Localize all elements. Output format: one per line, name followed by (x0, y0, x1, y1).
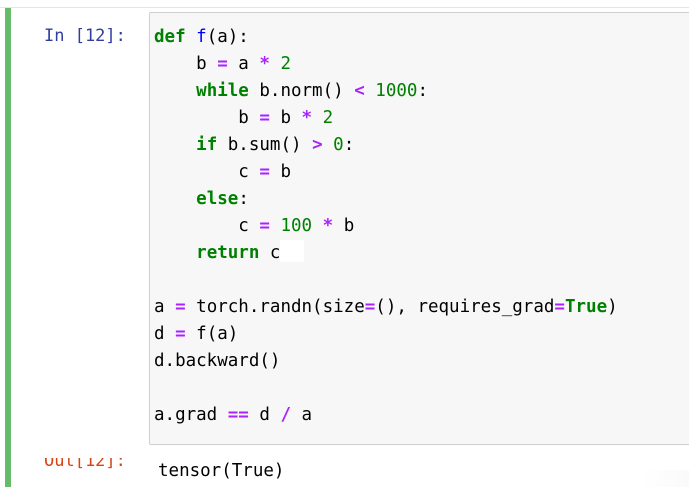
output-prompt: Out[12]: (44, 458, 126, 474)
code-operator: = (554, 297, 565, 317)
code-operator: == (227, 405, 249, 425)
code-operator: = (175, 297, 186, 317)
code-operator: * (259, 54, 270, 74)
code-token (323, 135, 334, 155)
text-cursor-highlight (280, 240, 305, 262)
code-operator: * (301, 108, 313, 128)
code-number: 2 (322, 108, 334, 128)
code-token: torch.randn(size (185, 297, 365, 317)
cell-output: tensor(True) (158, 461, 285, 481)
code-token: b (333, 216, 355, 236)
code-token (270, 216, 281, 236)
output-prompt-label: Out[12]: (44, 458, 126, 471)
code-line[interactable]: else: (154, 186, 618, 213)
code-token (365, 81, 376, 101)
code-token: d (248, 405, 281, 425)
code-token: c (154, 216, 260, 236)
code-keyword: else (196, 189, 239, 209)
code-editor[interactable]: def f(a): b = a * 2 while b.norm() < 100… (149, 12, 689, 445)
code-token: c (154, 162, 260, 182)
code-line[interactable]: while b.norm() < 1000: (154, 78, 618, 105)
code-function-name: f (196, 27, 207, 47)
code-line[interactable]: return c (154, 240, 618, 267)
code-token (186, 27, 197, 47)
code-keyword: def (154, 27, 186, 47)
code-keyword: True (564, 297, 608, 317)
code-line[interactable]: c = b (154, 159, 618, 186)
code-keyword: if (196, 135, 218, 155)
code-token: (a): (206, 27, 249, 47)
code-operator: > (312, 135, 323, 155)
code-keyword: return (196, 243, 260, 263)
code-token: ) (607, 297, 618, 317)
code-number: 0 (333, 135, 344, 155)
corner-shadow (640, 470, 689, 487)
code-line[interactable]: b = a * 2 (154, 51, 618, 78)
code-line[interactable] (154, 375, 618, 402)
code-operator: * (322, 216, 334, 236)
code-token: c (259, 243, 281, 263)
code-token (312, 108, 323, 128)
code-token: b (269, 162, 291, 182)
code-token (312, 216, 323, 236)
code-line[interactable]: def f(a): (154, 24, 618, 51)
code-text[interactable]: def f(a): b = a * 2 while b.norm() < 100… (154, 24, 618, 429)
code-line[interactable]: a = torch.randn(size=(), requires_grad=T… (154, 294, 618, 321)
code-operator: = (217, 54, 228, 74)
code-token: d.backward() (154, 351, 281, 371)
code-line[interactable]: b = b * 2 (154, 105, 618, 132)
code-token: a (227, 54, 260, 74)
code-operator: = (364, 297, 376, 317)
code-line[interactable]: d.backward() (154, 348, 618, 375)
code-token: (), requires_grad (375, 297, 555, 317)
code-token (154, 243, 196, 263)
code-token: a (291, 405, 313, 425)
code-token: b (154, 108, 260, 128)
previous-cell-border (0, 0, 689, 8)
code-number: 1000 (375, 81, 418, 101)
input-prompt: In [12]: (44, 26, 126, 46)
code-token: : (343, 135, 355, 155)
code-operator: / (280, 405, 291, 425)
code-operator: < (354, 81, 365, 101)
code-token: a (154, 297, 176, 317)
code-line[interactable]: a.grad == d / a (154, 402, 618, 429)
code-token: : (238, 189, 249, 209)
code-operator: = (259, 162, 270, 182)
cell-selection-bar[interactable] (5, 8, 11, 487)
code-line[interactable]: c = 100 * b (154, 213, 618, 240)
code-token: d (154, 324, 176, 344)
code-number: 2 (280, 54, 292, 74)
code-token (154, 81, 196, 101)
code-token: f(a) (185, 324, 239, 344)
code-line[interactable]: if b.sum() > 0: (154, 132, 618, 159)
code-operator: = (175, 324, 186, 344)
code-line[interactable]: d = f(a) (154, 321, 618, 348)
code-operator: = (259, 216, 270, 236)
code-token: b.norm() (248, 81, 355, 101)
code-token: b.sum() (217, 135, 313, 155)
code-operator: = (259, 108, 270, 128)
code-token (270, 54, 281, 74)
code-token: : (417, 81, 428, 101)
code-token: a.grad (154, 405, 228, 425)
code-token: b (154, 54, 218, 74)
code-token (154, 135, 196, 155)
code-token: b (269, 108, 302, 128)
code-token (154, 189, 196, 209)
code-number: 100 (280, 216, 313, 236)
code-keyword: while (196, 81, 249, 101)
code-line[interactable] (154, 267, 618, 294)
